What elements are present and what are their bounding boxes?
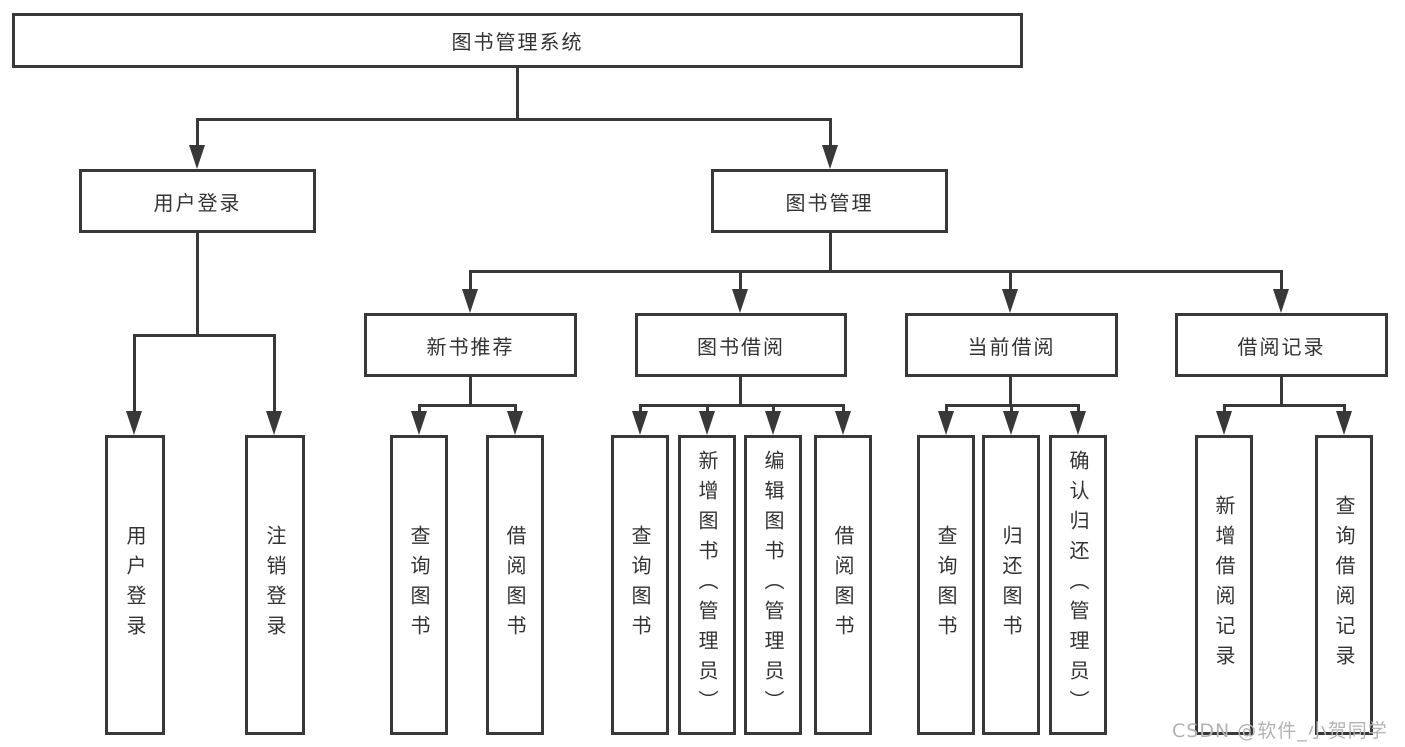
leaf-cb-confirm-return-admin: 确认归还（管理员） xyxy=(1049,435,1107,735)
connector-drop-bb-borrow xyxy=(842,404,845,414)
node-book-borrow: 图书借阅 xyxy=(635,313,847,377)
connector-br-stem xyxy=(1280,377,1283,407)
connector-drop-leaf-logout xyxy=(273,334,276,412)
leaf-user-login: 用户登录 xyxy=(105,435,165,735)
connector-cb-stem xyxy=(1009,377,1012,407)
node-current-borrow: 当前借阅 xyxy=(905,313,1118,377)
arrow-cb-query xyxy=(938,411,954,435)
connector-drop-book-borrow xyxy=(739,270,742,291)
node-book-management: 图书管理 xyxy=(711,169,948,233)
arrow-rec-borrow xyxy=(507,411,523,435)
connector-drop-borrow-record xyxy=(1280,270,1283,291)
leaf-br-add-record: 新增借阅记录 xyxy=(1195,435,1253,735)
connector-drop-current-borrow xyxy=(1009,270,1012,291)
connector-drop-rec-query xyxy=(418,404,421,414)
node-borrow-record: 借阅记录 xyxy=(1175,313,1388,377)
connector-drop-rec-borrow xyxy=(514,404,517,414)
arrow-rec-query xyxy=(411,411,427,435)
connector-drop-leaf-user-login xyxy=(133,334,136,412)
arrow-br-add xyxy=(1216,411,1232,435)
arrow-bb-borrow xyxy=(835,411,851,435)
leaf-rec-query-book: 查询图书 xyxy=(390,435,448,735)
arrow-user-login xyxy=(189,145,205,169)
connector-drop-cb-return xyxy=(1010,404,1013,414)
arrow-cb-confirm xyxy=(1070,411,1086,435)
arrow-bb-edit xyxy=(765,411,781,435)
connector-drop-new-book-recommend xyxy=(469,270,472,291)
connector-user-login-stem xyxy=(196,233,199,337)
connector-book-management-hbar xyxy=(469,270,1283,273)
connector-rec-hbar xyxy=(418,404,517,407)
arrow-borrow-record xyxy=(1273,289,1289,313)
leaf-br-query-record: 查询借阅记录 xyxy=(1315,435,1373,735)
node-root-library-system: 图书管理系统 xyxy=(12,13,1023,68)
arrow-leaf-user-login xyxy=(126,411,142,435)
leaf-cb-return-book: 归还图书 xyxy=(982,435,1040,735)
arrow-bb-query xyxy=(632,411,648,435)
connector-drop-user-login xyxy=(196,118,199,150)
arrow-current-borrow xyxy=(1002,289,1018,313)
connector-bb-stem xyxy=(739,377,742,407)
leaf-bb-edit-book-admin: 编辑图书（管理员） xyxy=(744,435,802,735)
connector-drop-bb-edit xyxy=(772,404,775,414)
node-new-book-recommend: 新书推荐 xyxy=(364,313,577,377)
arrow-bb-add xyxy=(699,411,715,435)
arrow-cb-return xyxy=(1003,411,1019,435)
connector-user-login-hbar xyxy=(133,334,276,337)
connector-drop-cb-confirm xyxy=(1077,404,1080,414)
connector-bb-hbar xyxy=(639,404,845,407)
connector-drop-br-query xyxy=(1343,404,1346,414)
leaf-bb-borrow-book: 借阅图书 xyxy=(814,435,872,735)
connector-br-hbar xyxy=(1223,404,1346,407)
leaf-logout: 注销登录 xyxy=(245,435,305,735)
leaf-bb-query-book: 查询图书 xyxy=(611,435,669,735)
arrow-leaf-logout xyxy=(266,411,282,435)
node-user-login: 用户登录 xyxy=(79,169,316,233)
connector-drop-bb-query xyxy=(639,404,642,414)
arrow-book-borrow xyxy=(732,289,748,313)
connector-drop-bb-add xyxy=(706,404,709,414)
connector-rec-stem xyxy=(469,377,472,407)
connector-root-hbar xyxy=(196,118,832,121)
arrow-new-book-recommend xyxy=(462,289,478,313)
leaf-cb-query-book: 查询图书 xyxy=(917,435,975,735)
connector-book-management-stem xyxy=(829,233,832,273)
connector-root-stem xyxy=(516,68,519,120)
connector-drop-br-add xyxy=(1223,404,1226,414)
arrow-br-query xyxy=(1336,411,1352,435)
arrow-book-management xyxy=(822,145,838,169)
connector-drop-book-management xyxy=(829,118,832,150)
leaf-bb-add-book-admin: 新增图书（管理员） xyxy=(678,435,736,735)
csdn-watermark: CSDN @软件_小贺同学 xyxy=(1172,720,1388,742)
leaf-rec-borrow-book: 借阅图书 xyxy=(486,435,544,735)
connector-drop-cb-query xyxy=(945,404,948,414)
